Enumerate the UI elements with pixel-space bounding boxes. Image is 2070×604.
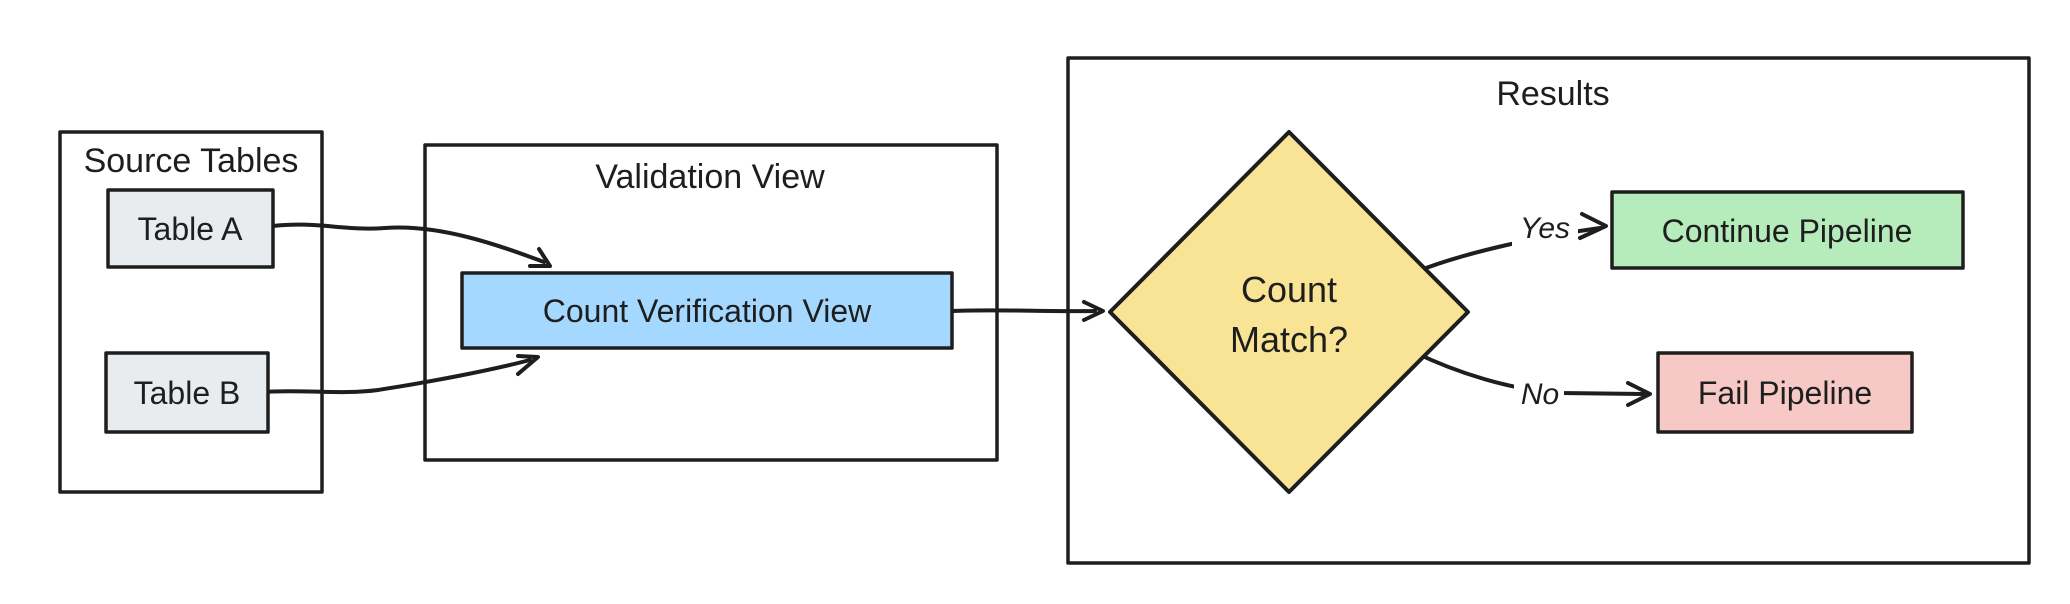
edge-yes-arrowhead-icon [1578,212,1608,240]
edge-no-arrowhead-icon [1626,381,1652,407]
count-match-node: Count Match? [1108,130,1470,494]
continue-pipeline-node: Continue Pipeline [1610,190,1965,270]
fail-pipeline-label: Fail Pipeline [1698,375,1872,411]
edge-view-arrowhead-icon [1082,300,1105,322]
no-edge-label: No [1521,378,1559,411]
table-b-box [104,351,270,434]
edge-table-b-arrowhead-icon [516,354,540,376]
continue-pipeline-label: Continue Pipeline [1662,213,1913,249]
validation-view-title: Validation View [595,158,825,196]
edge-view-to-count-match [950,308,1097,314]
edge-table-a-arrowhead-icon [528,247,552,268]
source-tables-group: Source Tables [58,130,324,494]
source-tables-frame [58,130,324,494]
count-match-label-line1: Count [1241,269,1337,310]
table-a-label: Table A [138,211,244,247]
no-label-mask [1514,374,1564,414]
count-match-diamond [1108,130,1470,494]
count-verification-view-node: Count Verification View [460,271,954,350]
results-title: Results [1496,75,1609,113]
nodes-layer: Table A Table B Count Verification View … [104,130,1965,494]
fail-pipeline-box [1656,351,1914,434]
continue-pipeline-box [1610,190,1965,270]
validation-view-frame [423,143,999,462]
table-b-label: Table B [134,375,241,411]
source-tables-title: Source Tables [84,142,299,180]
table-a-box [106,188,275,269]
edge-table-a-to-view [271,222,546,264]
count-match-label-line2: Match? [1230,319,1348,360]
yes-edge-label: Yes [1520,212,1570,245]
edge-table-b-to-view [258,358,532,395]
validation-view-group: Validation View [423,143,999,462]
table-a-node: Table A [106,188,275,269]
fail-pipeline-node: Fail Pipeline [1656,351,1914,434]
count-verification-view-box [460,271,954,350]
table-b-node: Table B [104,351,270,434]
yes-label-mask [1512,206,1578,248]
count-verification-view-label: Count Verification View [543,293,872,329]
edges-layer: Yes No [258,206,1652,414]
